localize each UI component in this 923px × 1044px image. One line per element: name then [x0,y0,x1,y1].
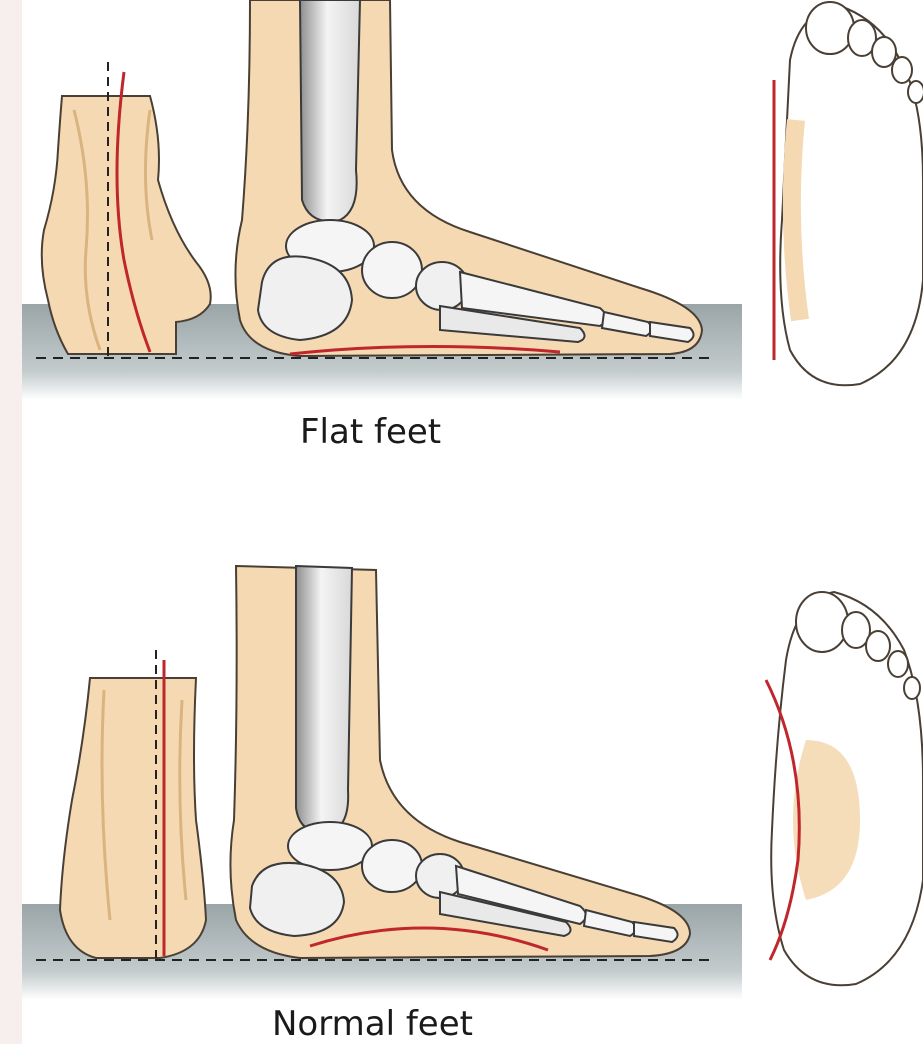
normal-sole-view [766,592,923,985]
normal-feet-panel [22,566,923,1000]
normal-rear-view-foot [60,650,206,958]
flat-feet-caption: Flat feet [300,412,441,452]
flat-feet-panel [22,0,923,400]
flat-side-view-foot [235,0,702,356]
flat-sole-view [774,2,923,385]
normal-feet-caption: Normal feet [272,1004,473,1044]
normal-side-view-foot [230,566,690,958]
flat-rear-view-foot [42,62,211,356]
